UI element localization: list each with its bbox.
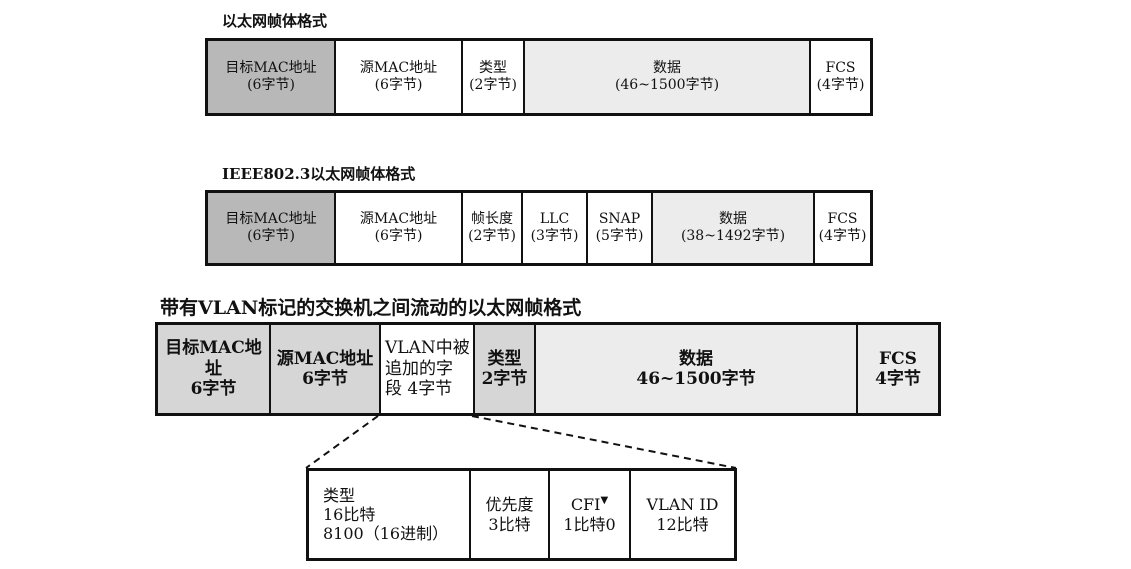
field-size: (5字节)	[595, 228, 644, 244]
field-size: 6字节	[302, 369, 348, 389]
field-size: (4字节)	[818, 228, 867, 244]
field-fcs: FCS (4字节)	[811, 41, 870, 113]
field-label: FCS	[879, 348, 917, 369]
field-size: (46~1500字节)	[614, 77, 720, 93]
field-size: (38~1492字节)	[680, 228, 786, 244]
field-cfi: CFI▼ 1比特0	[550, 471, 631, 558]
field-label: VLAN ID	[646, 495, 719, 515]
field-size: 6字节	[190, 379, 237, 400]
field-fcs: FCS (4字节)	[815, 193, 870, 263]
triangle-marker-icon: ▼	[600, 495, 609, 507]
field-fcs: FCS 4字节	[858, 325, 938, 413]
field-label-line3: 8100（16进制）	[323, 524, 449, 544]
field-label: 源MAC地址	[276, 348, 374, 369]
field-label: 源MAC地址	[359, 60, 438, 77]
field-size: (2字节)	[469, 77, 517, 93]
field-snap: SNAP (5字节)	[588, 193, 653, 263]
field-size: (6字节)	[374, 77, 423, 93]
field-vlan-id: VLAN ID 12比特	[631, 471, 734, 558]
ieee8023-frame: 目标MAC地址 (6字节) 源MAC地址 (6字节) 帧长度 (2字节) LLC…	[205, 190, 873, 266]
field-label: 优先度	[485, 495, 534, 515]
field-src-mac: 源MAC地址 6字节	[271, 325, 381, 413]
field-size: (2字节)	[468, 228, 516, 244]
field-label: LLC	[539, 211, 570, 228]
field-dest-mac: 目标MAC地址 6字节	[158, 325, 271, 413]
ethernet-frame-title: 以太网帧体格式	[222, 12, 328, 30]
field-src-mac: 源MAC地址 (6字节)	[336, 41, 463, 113]
vlan-frame: 目标MAC地址 6字节 源MAC地址 6字节 VLAN中被 追加的字 段 4字节…	[155, 322, 941, 416]
field-label: 目标MAC地址	[225, 60, 317, 77]
field-label: FCS	[825, 60, 856, 77]
field-size: 2字节	[481, 369, 528, 389]
field-label: CFI▼	[571, 495, 608, 514]
field-size: (6字节)	[247, 228, 295, 244]
field-size: (6字节)	[247, 77, 295, 93]
field-label: SNAP	[598, 211, 641, 228]
field-size: 1比特0	[563, 514, 616, 534]
field-data: 数据 (46~1500字节)	[525, 41, 811, 113]
field-llc: LLC (3字节)	[523, 193, 588, 263]
field-label-line2: 16比特	[323, 504, 376, 524]
field-frame-length: 帧长度 (2字节)	[463, 193, 523, 263]
vlan-tag-detail: 类型 16比特 8100（16进制） 优先度 3比特 CFI▼ 1比特0 VLA…	[306, 468, 737, 561]
field-size: (3字节)	[530, 228, 579, 244]
field-label: FCS	[827, 211, 858, 228]
field-dest-mac: 目标MAC地址 (6字节)	[208, 41, 336, 113]
field-label: 类型	[479, 60, 507, 77]
field-priority: 优先度 3比特	[471, 471, 550, 558]
field-label: 数据	[653, 60, 681, 77]
field-dest-mac: 目标MAC地址 (6字节)	[208, 193, 336, 263]
field-size: 4字节	[875, 369, 921, 389]
field-label-line3: 段 4字节	[385, 379, 453, 400]
field-type: 类型 (2字节)	[463, 41, 525, 113]
field-size: (4字节)	[816, 77, 865, 93]
field-label: 源MAC地址	[359, 211, 438, 228]
field-label: 帧长度	[471, 211, 513, 228]
field-label: 目标MAC地址	[165, 338, 262, 379]
field-type: 类型 2字节	[475, 325, 536, 413]
field-data: 数据 (38~1492字节)	[653, 193, 815, 263]
field-label: 数据	[679, 348, 713, 369]
field-size: (6字节)	[374, 228, 423, 244]
field-label: 目标MAC地址	[225, 211, 317, 228]
field-label: 数据	[719, 211, 747, 228]
ieee8023-frame-title: IEEE802.3以太网帧体格式	[222, 165, 416, 183]
field-vlan-tag: VLAN中被 追加的字 段 4字节	[381, 325, 475, 413]
cfi-label: CFI	[570, 495, 601, 515]
field-size: 12比特	[656, 514, 709, 534]
field-data: 数据 46~1500字节	[536, 325, 858, 413]
field-size: 3比特	[488, 514, 531, 534]
ethernet-frame: 目标MAC地址 (6字节) 源MAC地址 (6字节) 类型 (2字节) 数据 (…	[205, 38, 873, 116]
field-tpid: 类型 16比特 8100（16进制）	[309, 471, 471, 558]
field-label: VLAN中被	[385, 338, 470, 359]
field-label: 类型	[487, 348, 522, 369]
field-label: 类型	[323, 485, 356, 505]
field-size: 46~1500字节	[636, 369, 756, 389]
field-src-mac: 源MAC地址 (6字节)	[336, 193, 463, 263]
field-label-line2: 追加的字	[385, 358, 453, 379]
vlan-frame-title: 带有VLAN标记的交换机之间流动的以太网帧格式	[160, 297, 582, 319]
